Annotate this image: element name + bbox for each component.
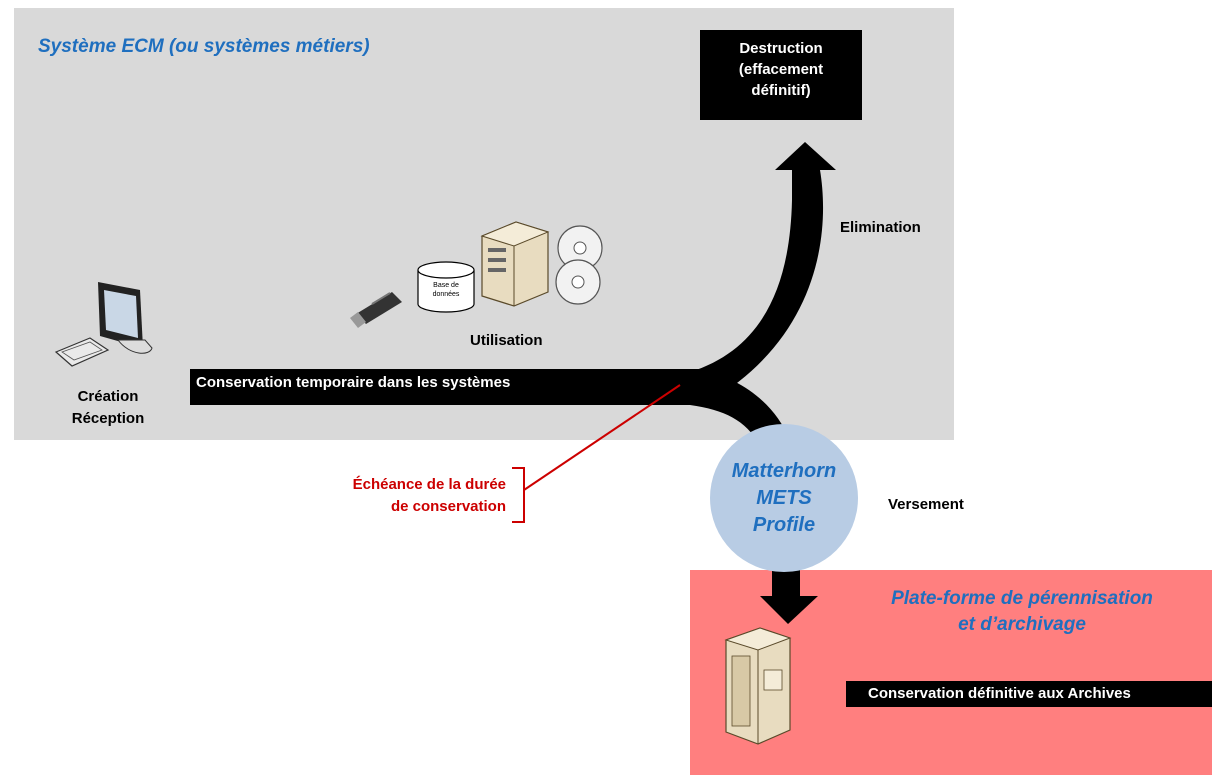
computer-icon [54, 282, 153, 367]
conservation-arrow-body [190, 369, 790, 445]
destruction-line3: définitif) [751, 82, 811, 99]
utilisation-label: Utilisation [470, 332, 543, 349]
ecm-system-title: Système ECM (ou systèmes métiers) [38, 36, 370, 57]
cd-icon [555, 225, 603, 305]
versement-arrow [760, 560, 818, 624]
archive-title-line2: et d’archivage [958, 614, 1086, 635]
archive-title-line1: Plate-forme de pérennisation [891, 588, 1153, 609]
destruction-line2: (effacement [738, 61, 824, 78]
echeance-line1: Échéance de la durée [352, 476, 506, 493]
matterhorn-line1: Matterhorn [731, 460, 837, 482]
usb-stick-icon [350, 292, 402, 328]
matterhorn-line3: Profile [752, 514, 816, 536]
echeance-bracket [512, 467, 525, 523]
server-icon [480, 221, 550, 307]
creation-label: Création [77, 388, 139, 405]
echeance-label: Échéance de la durée de conservation [310, 474, 506, 518]
versement-label: Versement [888, 496, 964, 513]
echeance-line2: de conservation [390, 498, 506, 515]
destruction-line1: Destruction [739, 40, 823, 57]
matterhorn-circle [710, 424, 858, 572]
elimination-label: Elimination [840, 219, 921, 236]
creation-reception-label: Création Réception [48, 386, 168, 430]
archive-server-icon [724, 627, 792, 745]
reception-label: Réception [71, 410, 145, 427]
database-label: Base de données [432, 282, 460, 298]
elimination-arrow [690, 142, 836, 395]
archive-platform-title: Plate-forme de pérennisation et d’archiv… [848, 586, 1196, 638]
database-icon [417, 261, 475, 313]
matterhorn-line2: METS [756, 487, 812, 509]
conservation-definitive-box: Conservation définitive aux Archives [846, 681, 1212, 707]
conservation-temporaire-label: Conservation temporaire dans les système… [196, 374, 511, 391]
echeance-pointer [523, 384, 681, 491]
destruction-box: Destruction (effacement définitif) [700, 30, 862, 120]
matterhorn-label: Matterhorn METS Profile [710, 458, 858, 539]
